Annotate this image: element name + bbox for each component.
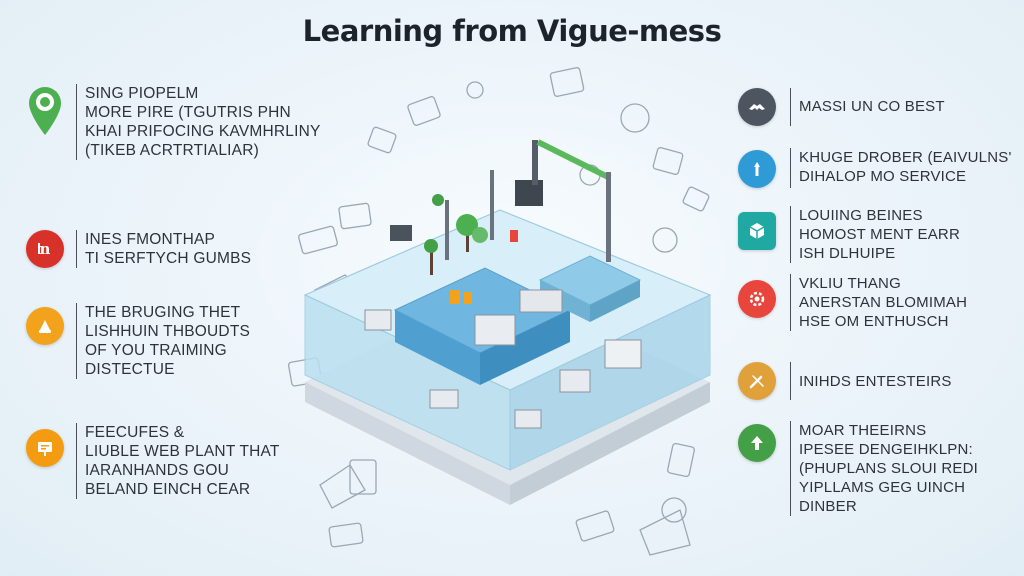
- right-item-2: KHUGE DROBER (EAIVULNS' DIHALOP MO SERVI…: [738, 148, 1012, 188]
- left-item-3-line-1: THE BRUGING THET: [85, 304, 241, 321]
- machinery: [364, 139, 642, 429]
- gear-shield-icon: [738, 280, 776, 318]
- right-item-6: MOAR THEEIRNS IPESEE DENGEIHKLPN: (PHUPL…: [738, 421, 978, 516]
- right-item-4-line-2: ANERSTAN BLOMIMAH: [799, 294, 968, 311]
- letter-n-icon: n: [26, 230, 64, 268]
- left-item-2: n INES FMONTHAP TI SERFTYCH GUMBS: [26, 230, 251, 268]
- right-item-4: VKLIU THANG ANERSTAN BLOMIMAH HSE OM ENT…: [738, 274, 967, 331]
- arrow-up-icon: [738, 424, 776, 462]
- hand-icon: [26, 307, 64, 345]
- right-item-6-line-2: IPESEE DENGEIHKLPN:: [799, 441, 973, 458]
- presentation-icon: [26, 429, 64, 467]
- left-item-1-line-2: MORE PIRE (TGUTRIS PHN: [85, 104, 291, 121]
- left-item-1-line-4: (TIKEB ACRTRTIALIAR): [85, 142, 259, 159]
- page-title: Learning from Vigue-mess: [302, 14, 722, 48]
- map-pin-icon: [26, 84, 64, 141]
- left-item-3-line-4: DISTECTUE: [85, 361, 175, 378]
- left-item-4: FEECUFES & LIUBLE WEB PLANT THAT IARANHA…: [26, 423, 280, 499]
- tools-icon: [738, 362, 776, 400]
- right-item-1: MASSI UN CO BEST: [738, 88, 945, 126]
- isometric-water-plant-illustration: [287, 67, 712, 556]
- left-item-4-line-4: BELAND EINCH CEAR: [85, 481, 251, 498]
- right-item-6-line-1: MOAR THEEIRNS: [799, 422, 927, 439]
- left-item-4-line-2: LIUBLE WEB PLANT THAT: [85, 443, 280, 460]
- left-item-1: SING PIOPELM MORE PIRE (TGUTRIS PHN KHAI…: [26, 84, 321, 160]
- right-item-2-line-2: DIHALOP MO SERVICE: [799, 168, 967, 185]
- right-item-5-line-1: INIHDS ENTESTEIRS: [799, 373, 952, 390]
- trees: [424, 194, 488, 275]
- left-item-1-line-3: KHAI PRIFOCING KAVMHRLINY: [85, 123, 321, 140]
- left-item-1-line-1: SING PIOPELM: [85, 85, 199, 102]
- right-item-4-line-1: VKLIU THANG: [799, 275, 901, 292]
- left-item-3-line-2: LISHHUIN THBOUDTS: [85, 323, 251, 340]
- right-item-4-line-3: HSE OM ENTHUSCH: [799, 313, 949, 330]
- right-item-5: INIHDS ENTESTEIRS: [738, 362, 952, 400]
- right-item-6-line-4: YIPLLAMS GEG UINCH: [799, 479, 966, 496]
- left-item-2-line-2: TI SERFTYCH GUMBS: [85, 250, 252, 267]
- person-icon: [738, 150, 776, 188]
- left-item-4-line-3: IARANHANDS GOU: [85, 462, 230, 479]
- handshake-icon: [738, 88, 776, 126]
- right-item-1-line-1: MASSI UN CO BEST: [799, 98, 945, 115]
- right-item-2-line-1: KHUGE DROBER (EAIVULNS': [799, 149, 1012, 166]
- right-item-3-line-3: ISH DLHUIPE: [799, 245, 896, 262]
- right-item-3-line-2: HOMOST MENT EARR: [799, 226, 960, 243]
- left-item-2-line-1: INES FMONTHAP: [85, 231, 216, 248]
- right-item-6-line-3: (PHUPLANS SLOUI REDI: [799, 460, 979, 477]
- left-item-3-line-3: OF YOU TRAIMING: [85, 342, 227, 359]
- right-item-6-line-5: DINBER: [799, 498, 857, 515]
- left-item-3: THE BRUGING THET LISHHUIN THBOUDTS OF YO…: [26, 303, 250, 379]
- left-item-4-line-1: FEECUFES &: [85, 424, 185, 441]
- floating-doodle-icons: [287, 67, 710, 556]
- right-item-3-line-1: LOUIING BEINES: [799, 207, 923, 224]
- cube-icon: [738, 212, 776, 250]
- right-item-3: LOUIING BEINES HOMOST MENT EARR ISH DLHU…: [738, 206, 960, 263]
- svg-text:n: n: [40, 240, 51, 258]
